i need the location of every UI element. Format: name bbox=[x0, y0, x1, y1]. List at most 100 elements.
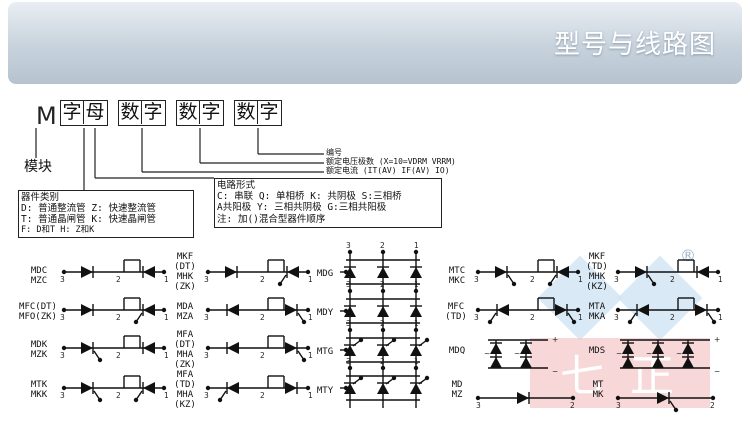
terminal-dot bbox=[277, 281, 283, 287]
code-box-char: 字 bbox=[257, 101, 280, 124]
diode-icon bbox=[285, 304, 297, 316]
model-label: MDY bbox=[316, 308, 334, 318]
pin-label: 3 bbox=[60, 391, 65, 400]
diode-icon bbox=[697, 266, 709, 278]
pin-label: 3 bbox=[60, 313, 65, 322]
diode-icon bbox=[285, 342, 297, 354]
diode-icon bbox=[410, 267, 422, 278]
pin-label: + bbox=[552, 335, 558, 344]
terminal-dot bbox=[627, 319, 633, 325]
terminal-dot bbox=[380, 365, 386, 371]
pin-label: + bbox=[714, 335, 720, 344]
diode-icon bbox=[81, 266, 93, 278]
terminal-dot bbox=[575, 307, 581, 313]
pin-label: 1 bbox=[414, 280, 419, 289]
diode-icon bbox=[410, 383, 422, 394]
terminal-dot bbox=[97, 397, 103, 403]
pin-label: 1 bbox=[164, 391, 169, 400]
pin-label: ~ bbox=[646, 349, 652, 358]
header-banner: 型号与线路图 bbox=[8, 2, 742, 84]
pin-label: 2 bbox=[116, 351, 121, 360]
diode-icon bbox=[81, 342, 93, 354]
pin-label: 1 bbox=[308, 391, 313, 400]
diode-icon bbox=[143, 342, 155, 354]
diode-icon bbox=[377, 345, 389, 356]
device-category-box: 器件类别 D: 普通整流管 Z: 快速整流管 T: 普通晶闸管 K: 快速晶闸管… bbox=[18, 190, 194, 238]
diode-icon bbox=[143, 266, 155, 278]
pin-label: 1 bbox=[718, 313, 723, 322]
circuit-form-line: C: 串联 Q: 单相桥 K: 共阴极 S:三相桥 bbox=[217, 191, 402, 202]
code-prefix: M bbox=[36, 102, 57, 130]
pin-label: 3 bbox=[346, 357, 351, 366]
terminal-dot bbox=[133, 319, 139, 325]
pin-label: 1 bbox=[718, 275, 723, 284]
pin-label: 3 bbox=[614, 313, 619, 322]
diode-icon bbox=[555, 304, 567, 316]
diode-icon bbox=[495, 266, 507, 278]
pin-label: 2 bbox=[116, 313, 121, 322]
pin-label: 3 bbox=[204, 275, 209, 284]
model-label: MFA(TD)MHA(KZ) bbox=[174, 370, 196, 410]
terminal-dot bbox=[358, 337, 364, 343]
pin-label: 3 bbox=[346, 241, 351, 250]
diode-icon bbox=[225, 266, 237, 278]
pin-label: 3 bbox=[346, 319, 351, 328]
code-box-char: 数 bbox=[178, 101, 198, 123]
pin-label: 3 bbox=[204, 351, 209, 360]
pin-label: 2 bbox=[116, 275, 121, 284]
code-box-char: 字 bbox=[199, 101, 222, 124]
diode-icon bbox=[497, 304, 509, 316]
pin-label: 2 bbox=[116, 391, 121, 400]
model-label: MFC(TD) bbox=[445, 302, 467, 322]
terminal-dot bbox=[673, 407, 679, 413]
terminal-dot bbox=[547, 281, 553, 287]
device-category-line: T: 普通晶闸管 K: 快速晶闸管 bbox=[21, 214, 157, 225]
code-box-char: 数 bbox=[236, 101, 256, 123]
legend-voltage: 额定电压极数 (X=10=VDRM VRRM) bbox=[326, 157, 456, 166]
pin-label: 1 bbox=[578, 313, 583, 322]
pin-label: 2 bbox=[380, 280, 385, 289]
model-label: MFA(DT)MHA(ZK) bbox=[174, 330, 196, 370]
circuit-form-title: 电路形式 bbox=[217, 180, 256, 191]
model-label: MDG bbox=[316, 269, 334, 279]
pin-label: 1 bbox=[308, 275, 313, 284]
pin-label: 2 bbox=[530, 313, 535, 322]
model-label: MKF(DT)MHK(ZK) bbox=[174, 252, 196, 292]
pin-label: 2 bbox=[380, 319, 385, 328]
terminal-dot bbox=[711, 319, 717, 325]
pin-label: 3 bbox=[476, 401, 481, 410]
terminal-dot bbox=[380, 327, 386, 333]
terminal-dot bbox=[161, 307, 167, 313]
diode-icon bbox=[143, 304, 155, 316]
diode-icon bbox=[81, 382, 93, 394]
code-box-char: 字 bbox=[141, 101, 164, 124]
terminal-dot bbox=[571, 319, 577, 325]
pin-label: 3 bbox=[204, 313, 209, 322]
model-code: M bbox=[36, 102, 60, 128]
diode-icon bbox=[143, 382, 155, 394]
model-label: MTY bbox=[316, 386, 334, 396]
pin-label: 3 bbox=[60, 275, 65, 284]
terminal-dot bbox=[651, 281, 657, 287]
terminal-dot bbox=[301, 319, 307, 325]
terminal-dot bbox=[391, 337, 397, 343]
terminal-dot bbox=[424, 337, 430, 343]
code-box-current: 数 字 bbox=[118, 100, 166, 126]
diode-icon bbox=[377, 267, 389, 278]
pin-label: 1 bbox=[308, 351, 313, 360]
terminal-dot bbox=[487, 319, 493, 325]
terminal-dot bbox=[305, 269, 311, 275]
terminal-dot bbox=[161, 345, 167, 351]
terminal-dot bbox=[413, 249, 419, 255]
diode-icon bbox=[695, 304, 707, 316]
terminal-dot bbox=[305, 307, 311, 313]
terminal-dot bbox=[301, 357, 307, 363]
terminal-dot bbox=[347, 327, 353, 333]
